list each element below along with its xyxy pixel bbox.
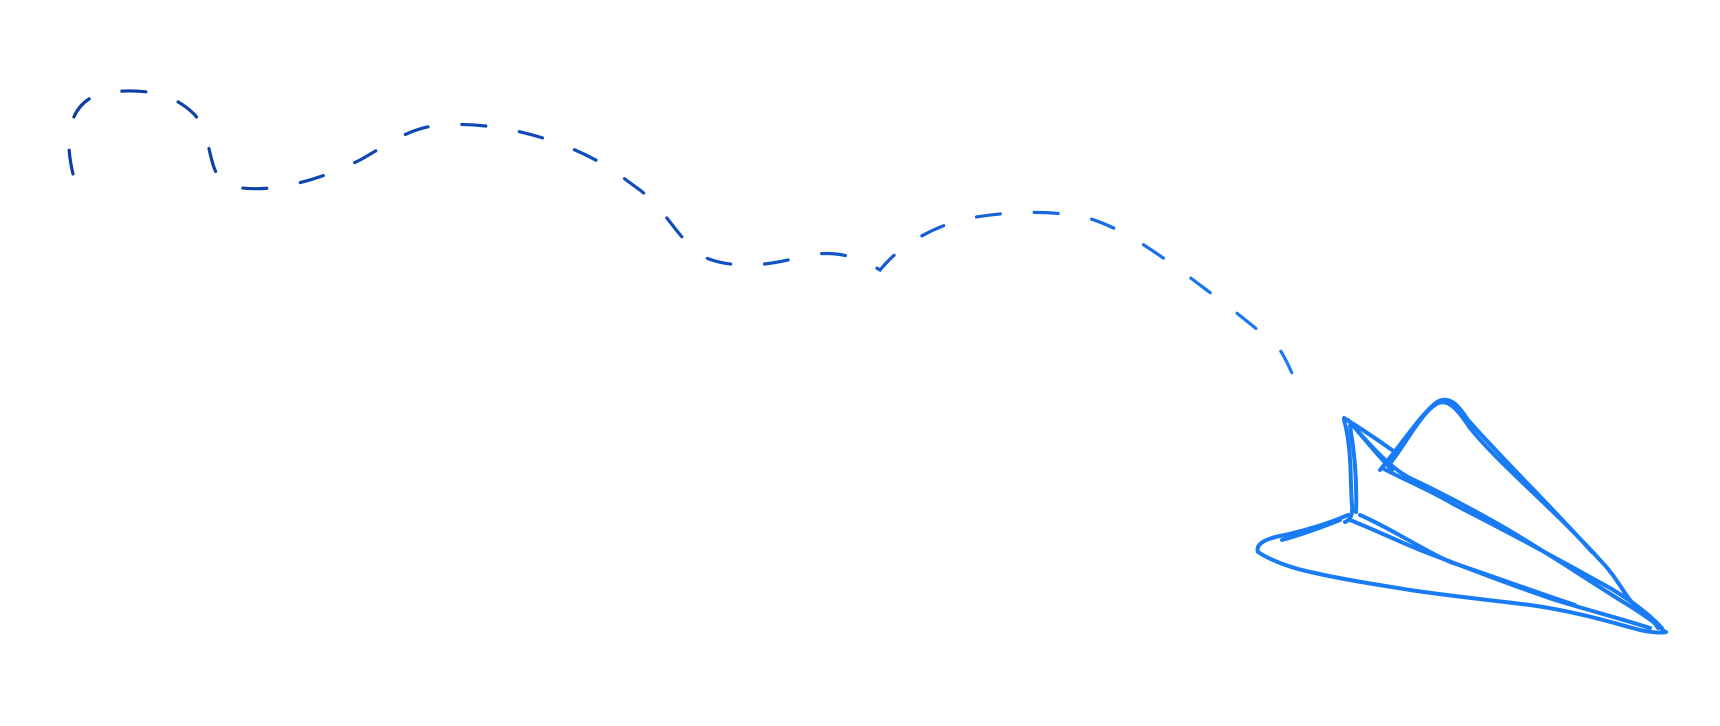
paper-plane-icon [1255,397,1668,635]
dashed-flight-trail [67,89,1300,387]
